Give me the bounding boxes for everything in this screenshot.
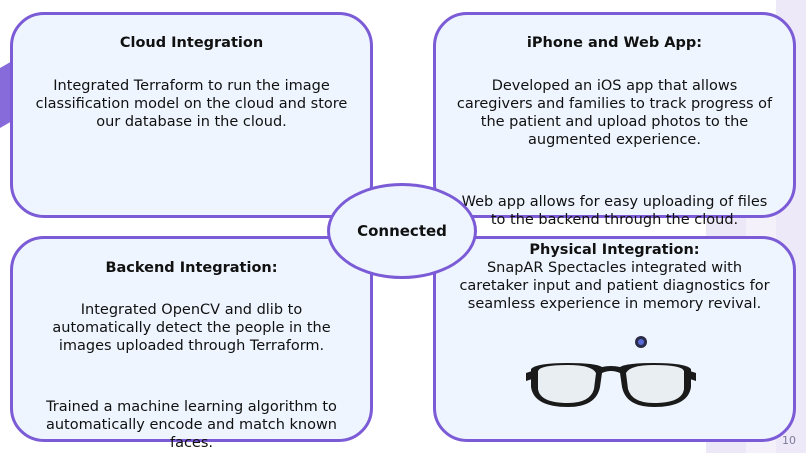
card-body: Developed an iOS app that allows caregiv… (456, 78, 773, 148)
card-title: Cloud Integration (119, 35, 264, 51)
card-body: Trained a machine learning algorithm to … (45, 399, 337, 451)
physical-integration-card: Physical Integration: SnapAR Spectacles … (433, 236, 796, 442)
card-body: Web app allows for easy uploading of fil… (461, 194, 768, 228)
card-title: Physical Integration: (529, 242, 700, 258)
card-body: SnapAR Spectacles integrated with careta… (459, 260, 770, 312)
cloud-integration-card: Cloud Integration Integrated Terraform t… (10, 12, 373, 218)
card-body: Integrated OpenCV and dlib to automatica… (52, 302, 331, 354)
hub-label: Connected (357, 222, 447, 240)
connected-hub: Connected (327, 183, 477, 279)
backend-integration-card: Backend Integration: Integrated OpenCV a… (10, 236, 373, 451)
card-title: iPhone and Web App: (526, 35, 703, 51)
card-title: Backend Integration: (105, 260, 278, 276)
page-number: 10 (782, 434, 796, 447)
smart-glasses-icon (526, 336, 696, 407)
card-body: Integrated Terraform to run the image cl… (35, 78, 348, 130)
iphone-web-app-card: iPhone and Web App: Developed an iOS app… (433, 12, 796, 228)
